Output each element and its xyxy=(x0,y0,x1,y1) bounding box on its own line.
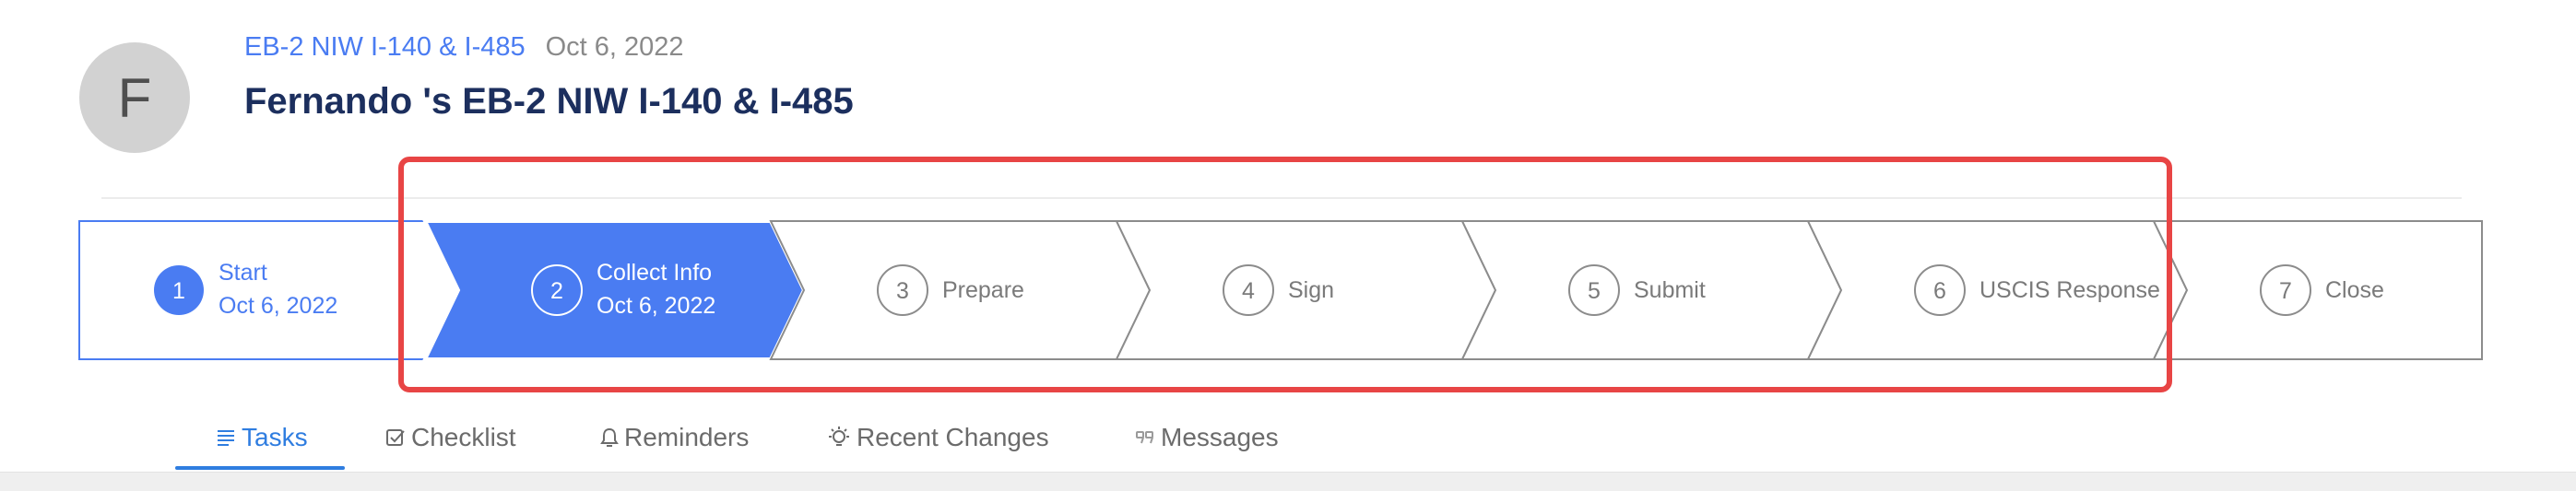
bell-icon xyxy=(600,427,619,448)
step-number: 6 xyxy=(1933,278,1946,304)
tab-label: Messages xyxy=(1161,423,1279,451)
tab-checklist[interactable]: Checklist xyxy=(385,405,516,470)
step-1-start-segment[interactable] xyxy=(78,220,460,360)
step-label: Collect Info xyxy=(597,260,713,286)
active-tab-indicator xyxy=(175,466,345,470)
step-label: Close xyxy=(2325,277,2384,303)
tab-reminders[interactable]: Reminders xyxy=(600,405,749,470)
step-date: Oct 6, 2022 xyxy=(597,293,716,319)
step-label: USCIS Response xyxy=(1979,277,2160,303)
step-label: Prepare xyxy=(942,277,1024,303)
step-number-circle xyxy=(531,264,583,316)
step-number-circle xyxy=(1914,264,1966,316)
step-number: 3 xyxy=(896,278,909,304)
step-label: Submit xyxy=(1634,277,1706,303)
tab-recent-changes[interactable]: Recent Changes xyxy=(827,405,1049,470)
breadcrumb-link[interactable]: EB-2 NIW I-140 & I-485 xyxy=(244,32,526,62)
step-2-collect-info-segment[interactable] xyxy=(421,219,807,361)
content-area-edge xyxy=(0,472,2576,491)
step-number: 5 xyxy=(1588,278,1601,304)
step-number: 1 xyxy=(172,278,185,304)
step-label: Start xyxy=(219,260,267,286)
step-number-circle xyxy=(2260,264,2311,316)
tab-messages[interactable]: Messages xyxy=(1135,405,1279,470)
step-number: 4 xyxy=(1242,278,1255,304)
step-7-close-segment[interactable] xyxy=(2152,220,2483,360)
step-number: 2 xyxy=(550,278,563,304)
step-number-circle xyxy=(1223,264,1274,316)
tab-label: Tasks xyxy=(242,423,308,451)
tab-label: Checklist xyxy=(411,423,516,451)
step-date: Oct 6, 2022 xyxy=(219,293,338,319)
step-label: Sign xyxy=(1288,277,1335,303)
lightbulb-icon xyxy=(827,427,851,449)
breadcrumb: EB-2 NIW I-140 & I-485 Oct 6, 2022 xyxy=(244,31,684,63)
header-divider xyxy=(101,197,2462,199)
tab-label: Reminders xyxy=(624,423,750,451)
list-icon xyxy=(216,427,236,448)
step-number-circle xyxy=(154,265,204,315)
breadcrumb-date: Oct 6, 2022 xyxy=(545,32,684,62)
tab-tasks[interactable]: Tasks xyxy=(216,405,308,470)
tab-label: Recent Changes xyxy=(857,423,1049,451)
tab-bar: Tasks Checklist Reminders Recent Changes… xyxy=(0,405,2576,470)
page-title: Fernando 's EB-2 NIW I-140 & I-485 xyxy=(244,81,854,122)
step-number: 7 xyxy=(2279,278,2292,304)
quote-icon xyxy=(1135,428,1155,447)
step-number-circle xyxy=(1568,264,1620,316)
avatar: F xyxy=(79,42,190,153)
checkbox-icon xyxy=(385,427,406,448)
step-number-circle xyxy=(877,264,928,316)
